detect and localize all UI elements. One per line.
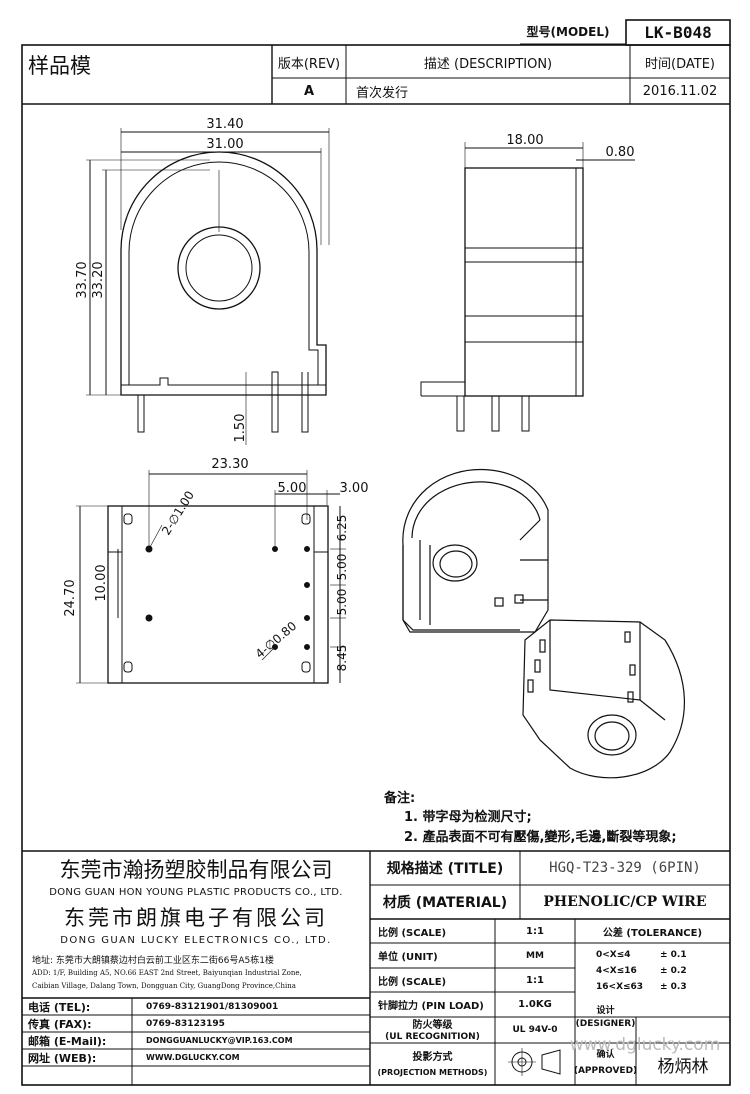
dim-r3: 5.00: [335, 588, 349, 616]
tol-range-3: 16<X≤63: [596, 982, 644, 992]
notes-title: 备注:: [384, 790, 416, 806]
dim-side-depth: 18.00: [506, 132, 544, 148]
contact-tel-value: 0769-83121901/81309001: [146, 1001, 279, 1012]
date-header: 时间(DATE): [645, 56, 715, 72]
dim-side-offset: 0.80: [605, 144, 635, 160]
approved-label-cn: 确认: [596, 1050, 615, 1060]
spec-scale2-label: 比例 (SCALE): [378, 976, 447, 988]
spec-scale2-value: 1:1: [526, 974, 544, 986]
model-value: LK-B048: [644, 23, 712, 42]
desc-header: 描述 (DESCRIPTION): [423, 56, 553, 72]
projection-symbol-icon: [508, 1048, 561, 1076]
fire-value: UL 94V-0: [512, 1025, 558, 1035]
fire-label-en: (UL RECOGNITION): [385, 1031, 480, 1042]
watermark: www.dglucky.com: [569, 1035, 721, 1055]
dim-front-width-outer: 31.40: [206, 116, 244, 132]
tol-value-1: ± 0.1: [660, 950, 687, 960]
spec-pinload-label: 针脚拉力 (PIN LOAD): [378, 1001, 484, 1012]
side-view: [420, 142, 635, 432]
approved-value: 杨炳林: [657, 1056, 709, 1077]
contact-email-label: 邮箱 (E-Mail):: [28, 1034, 107, 1048]
tol-range-1: 0<X≤4: [596, 950, 631, 960]
designer-label-en: (DESIGNER): [575, 1018, 636, 1029]
dim-front-height-outer: 33.70: [74, 261, 90, 299]
spec-title-label: 规格描述 (TITLE): [386, 861, 504, 877]
spec-scale-label: 比例 (SCALE): [378, 927, 447, 939]
contact-web-value[interactable]: WWW.DGLUCKY.COM: [146, 1053, 240, 1062]
contact-fax-value: 0769-83123195: [146, 1018, 225, 1029]
dim-front-width-inner: 31.00: [206, 136, 244, 152]
isometric-view-top: [402, 468, 549, 633]
company-name-2-cn: 东莞市朗旗电子有限公司: [64, 906, 328, 930]
rev-header: 版本(REV): [277, 56, 341, 72]
spec-title-value: HGQ-T23-329 (6PIN): [549, 860, 701, 876]
spec-tolerance-label: 公差 (TOLERANCE): [602, 927, 703, 939]
rev-value: A: [303, 83, 315, 99]
notes-line-1: 1. 带字母为检测尺寸;: [404, 809, 532, 825]
designer-label-cn: 设计: [596, 1006, 615, 1016]
spec-pinload-value: 1.0KG: [518, 999, 552, 1010]
dim-bottom-edge: 3.00: [339, 480, 369, 496]
isometric-view-bottom: [522, 619, 685, 779]
date-value: 2016.11.02: [642, 83, 718, 99]
dim-front-height-inner: 33.20: [90, 261, 106, 299]
projection-label-en: (PROJECTION METHODS): [377, 1067, 488, 1077]
front-view: [86, 128, 330, 445]
dim-pin-length: 1.50: [232, 413, 248, 443]
approved-label-en: (APPROVED): [573, 1066, 638, 1076]
fire-label-cn: 防火等级: [412, 1020, 453, 1031]
model-label: 型号(MODEL): [526, 24, 610, 39]
dim-r1: 6.25: [335, 514, 349, 542]
contact-fax-label: 传真 (FAX):: [28, 1017, 92, 1031]
bottom-view: [76, 470, 346, 684]
dim-r4: 8.45: [335, 644, 349, 672]
dim-bottom-height: 24.70: [62, 579, 78, 617]
company-address-en-1: ADD: 1/F, Building A5, NO.66 EAST 2nd St…: [32, 969, 302, 977]
spec-unit-value: MM: [526, 950, 544, 961]
contact-email-value[interactable]: DONGGUANLUCKY@VIP.163.COM: [146, 1036, 293, 1045]
notes-line-2: 2. 產品表面不可有壓傷,變形,毛邊,斷裂等現象;: [404, 829, 677, 845]
projection-label-cn: 投影方式: [412, 1051, 453, 1063]
spec-material-label: 材质 (MATERIAL): [382, 895, 508, 911]
company-name-2-en: DONG GUAN LUCKY ELECTRONICS CO., LTD.: [60, 934, 332, 946]
tol-value-3: ± 0.3: [660, 982, 687, 992]
spec-material-value: PHENOLIC/CP WIRE: [543, 894, 707, 910]
dim-bottom-pitch-left: 10.00: [93, 564, 109, 602]
dim-r2: 5.00: [335, 553, 349, 581]
company-address-cn: 地址: 东莞市大朗镇蔡边村白云前工业区东二街66号A5栋1楼: [32, 955, 274, 966]
contact-web-label: 网址 (WEB):: [28, 1051, 97, 1065]
desc-value: 首次发行: [356, 85, 409, 101]
spec-unit-label: 单位 (UNIT): [378, 952, 438, 963]
company-name-1-cn: 东莞市瀚扬塑胶制品有限公司: [59, 858, 333, 882]
dim-bottom-span: 23.30: [211, 456, 249, 472]
spec-scale-value: 1:1: [526, 925, 544, 937]
dim-bottom-pitch: 5.00: [277, 480, 307, 496]
tol-value-2: ± 0.2: [660, 966, 687, 976]
company-address-en-2: Caibian Village, Dalang Town, Dongguan C…: [32, 982, 296, 990]
sample-label: 样品模: [28, 54, 91, 78]
tol-range-2: 4<X≤16: [596, 966, 637, 976]
contact-tel-label: 电话 (TEL):: [28, 1000, 91, 1014]
company-name-1-en: DONG GUAN HON YOUNG PLASTIC PRODUCTS CO.…: [49, 886, 343, 898]
